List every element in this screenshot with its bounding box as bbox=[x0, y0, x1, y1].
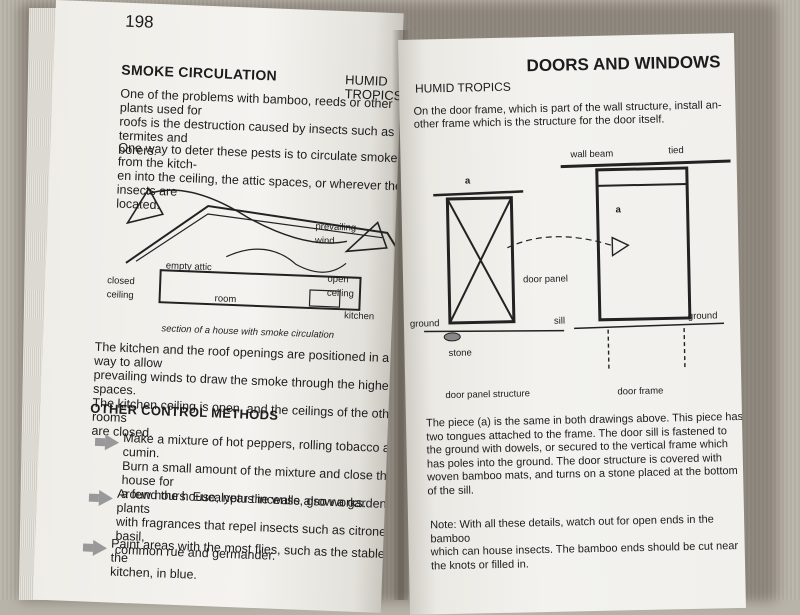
caption-door-panel: door panel structure bbox=[445, 388, 531, 402]
label-room: room bbox=[214, 293, 237, 306]
right-page: HUMID TROPICS DOORS AND WINDOWS On the d… bbox=[398, 32, 746, 615]
paragraph-door-details: The piece (a) is the same in both drawin… bbox=[426, 411, 746, 499]
label-ground-right: ground bbox=[687, 310, 718, 322]
label-prevailing-wind: prevailing wind bbox=[314, 221, 357, 247]
label-tied: tied bbox=[668, 145, 684, 157]
label-wall-beam: wall beam bbox=[570, 148, 614, 161]
bullet-arrow-icon bbox=[92, 539, 108, 557]
door-structure-diagram bbox=[424, 159, 731, 371]
label-open-ceiling: open ceiling bbox=[326, 273, 355, 300]
section-title-smoke: SMOKE CIRCULATION bbox=[121, 61, 278, 84]
arrow-in-icon bbox=[344, 221, 388, 253]
paragraph-doors-intro: On the door frame, which is part of the … bbox=[413, 99, 729, 132]
label-a-left: a bbox=[464, 175, 471, 187]
label-sill: sill bbox=[553, 315, 566, 327]
running-head-right: HUMID TROPICS bbox=[414, 79, 511, 96]
label-kitchen: kitchen bbox=[343, 310, 375, 323]
label-empty-attic: empty attic bbox=[165, 260, 212, 274]
label-stone: stone bbox=[448, 347, 472, 360]
stone-icon bbox=[443, 332, 461, 342]
bullet-arrow-icon bbox=[104, 434, 120, 451]
paragraph-note: Note: With all these details, watch out … bbox=[430, 513, 746, 574]
dashed-arrow-icon bbox=[507, 236, 613, 249]
label-door-panel: door panel bbox=[522, 273, 569, 286]
page-number: 198 bbox=[124, 11, 154, 32]
bullet-arrow-icon bbox=[98, 490, 114, 507]
smoke-arrow-icon bbox=[148, 189, 348, 244]
label-ground-left: ground bbox=[409, 318, 440, 330]
left-page: 198 SMOKE CIRCULATION HUMID TROPICS One … bbox=[32, 0, 404, 613]
label-closed-ceiling: closed ceiling bbox=[106, 275, 135, 302]
arrow-up-icon bbox=[125, 187, 165, 225]
stove-icon bbox=[308, 289, 341, 308]
section-title-doors: DOORS AND WINDOWS bbox=[526, 52, 721, 76]
label-a-right: a bbox=[615, 204, 622, 216]
caption-door-frame: door frame bbox=[617, 385, 664, 398]
